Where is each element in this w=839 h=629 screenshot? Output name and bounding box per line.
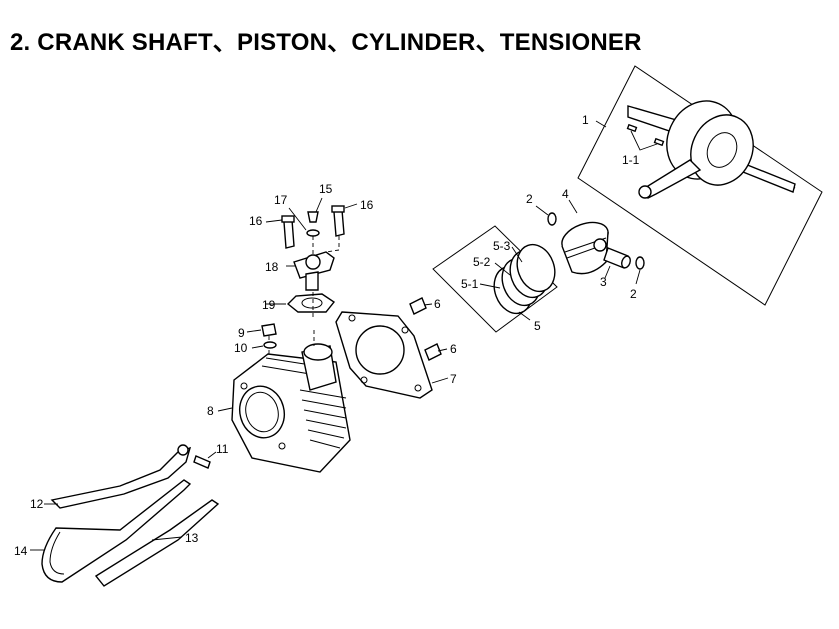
dowel-pin-lower — [424, 343, 448, 361]
callout-9: 9 — [238, 326, 245, 340]
callout-5-3: 5-3 — [493, 239, 511, 253]
callout-6-lower: 6 — [450, 342, 457, 356]
callout-1: 1 — [582, 113, 589, 127]
cam-chain — [30, 479, 192, 583]
callout-17: 17 — [274, 193, 288, 207]
circlip-left — [535, 205, 557, 226]
callout-4: 4 — [562, 187, 569, 201]
callout-1-1: 1-1 — [622, 153, 640, 167]
callout-3: 3 — [600, 275, 607, 289]
callout-18: 18 — [265, 260, 279, 274]
chain-tensioner-arm — [44, 444, 192, 509]
bolt-9 — [246, 323, 277, 356]
callout-5: 5 — [534, 319, 541, 333]
callout-7: 7 — [450, 372, 457, 386]
callout-5-1: 5-1 — [461, 277, 479, 291]
callout-2-left: 2 — [526, 192, 533, 206]
callout-5-2: 5-2 — [473, 255, 491, 269]
tensioner-bolt-left — [265, 215, 295, 249]
piston-pin — [603, 247, 631, 279]
chain-guide — [94, 499, 220, 587]
tensioner-cap-bolt — [307, 197, 323, 223]
tensioner-body — [286, 251, 335, 320]
callout-8: 8 — [207, 404, 214, 418]
tensioner-o-ring — [288, 207, 320, 254]
callout-19: 19 — [262, 298, 276, 312]
page-title: 2. CRANK SHAFT、PISTON、CYLINDER、TENSIONER — [10, 29, 642, 56]
cylinder-gasket — [335, 311, 449, 399]
circlip-right — [635, 256, 645, 285]
callout-13: 13 — [185, 531, 199, 545]
callout-6-upper: 6 — [434, 297, 441, 311]
callout-11: 11 — [216, 442, 229, 456]
callout-14: 14 — [14, 544, 28, 558]
pivot-bolt-11 — [193, 451, 217, 469]
tensioner-bolt-right — [325, 203, 358, 253]
washer-10 — [251, 341, 277, 349]
cylinder — [217, 330, 351, 473]
tensioner-gasket — [266, 293, 336, 313]
callout-16-left: 16 — [249, 214, 263, 228]
crankshaft-assembly — [577, 65, 823, 306]
callout-15: 15 — [319, 182, 333, 196]
callout-2-right: 2 — [630, 287, 637, 301]
callout-16-right: 16 — [360, 198, 374, 212]
piston — [561, 221, 609, 275]
callout-12: 12 — [30, 497, 44, 511]
piston-ring-set — [432, 225, 558, 333]
callout-10: 10 — [234, 341, 248, 355]
dowel-pin-upper — [409, 297, 433, 315]
